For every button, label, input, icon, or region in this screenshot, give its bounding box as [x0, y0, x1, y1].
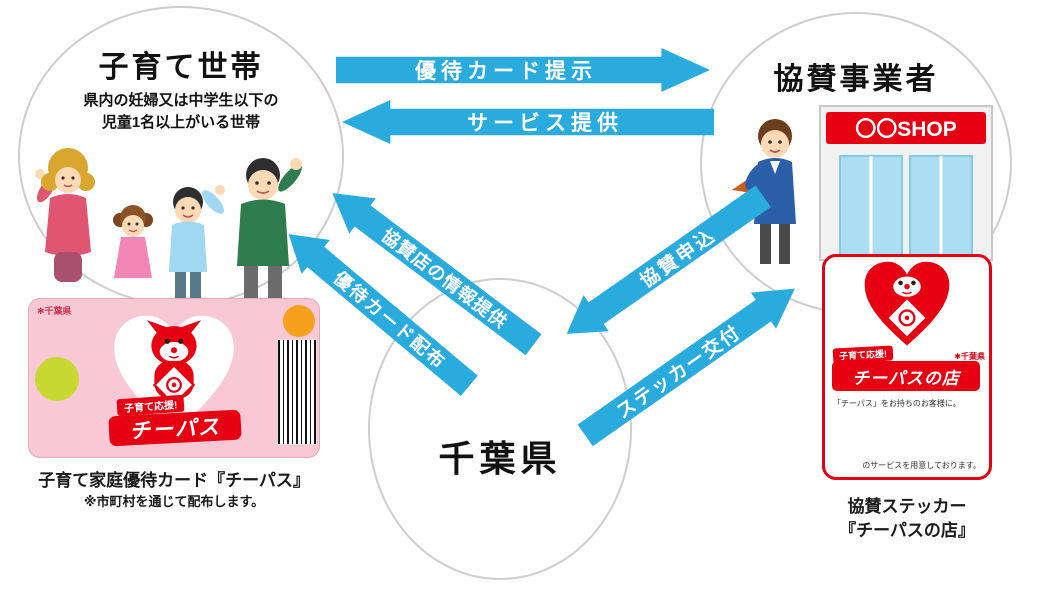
households-subtitle-line2: 児童1名以上がいる世帯 [101, 113, 261, 131]
households-subtitle-line1: 県内の妊婦又は中学生以下の [83, 92, 279, 109]
family-illustration [35, 148, 302, 298]
sticker-caption-line1: 協賛ステッカー [847, 497, 967, 516]
card-orange-dot [283, 305, 315, 337]
sponsor-illustration: 〇〇SHOP [732, 105, 993, 264]
card-barcode [277, 339, 317, 445]
sponsors-title: 協賛事業者 [773, 63, 939, 96]
sticker-tagline: 子育て応援! [832, 345, 894, 364]
sponsors-node: 協賛事業者 〇〇SHOP [700, 12, 1012, 314]
card-yellow-dot [35, 357, 79, 401]
sticker-brand: チーパスの店 [832, 361, 980, 391]
shop-sign-text: 〇〇SHOP [855, 118, 957, 141]
card-caption-title: 子育て家庭優待カード『チーパス』 [38, 471, 310, 490]
card-issuer: ✱千葉県 [37, 306, 72, 316]
households-subtitle: 県内の妊婦又は中学生以下の 児童1名以上がいる世帯 [20, 90, 342, 134]
sticker-caption-line2: 『チーパスの店』 [839, 521, 975, 540]
households-node: 子育て世帯 県内の妊婦又は中学生以下の 児童1名以上がいる世帯 [18, 6, 344, 306]
sticker-note-bottom: のサービスを用意しております。 [862, 461, 981, 470]
chipass-card: ✱千葉県 子育て応援! チーパス [28, 298, 320, 458]
star-icon: ✱ [37, 306, 45, 316]
sticker-heart-mascot [864, 261, 950, 346]
prefecture-title: 千葉県 [438, 438, 562, 479]
arrow-present-card: 優待カード提示 [336, 48, 710, 92]
households-title: 子育て世帯 [98, 51, 264, 84]
sponsor-sticker: ✱千葉県 子育て応援! チーパスの店 「チーパス」をお持ちのお客様に。 のサービ… [822, 254, 992, 480]
arrow-provide-service: サービス提供 [342, 100, 714, 144]
sticker-note-top: 「チーパス」をお持ちのお客様に。 [833, 399, 961, 408]
card-caption-note: ※市町村を通じて配布します。 [83, 494, 265, 509]
star-icon: ✱ [954, 352, 961, 361]
sticker-issuer: ✱千葉県 [954, 352, 985, 361]
